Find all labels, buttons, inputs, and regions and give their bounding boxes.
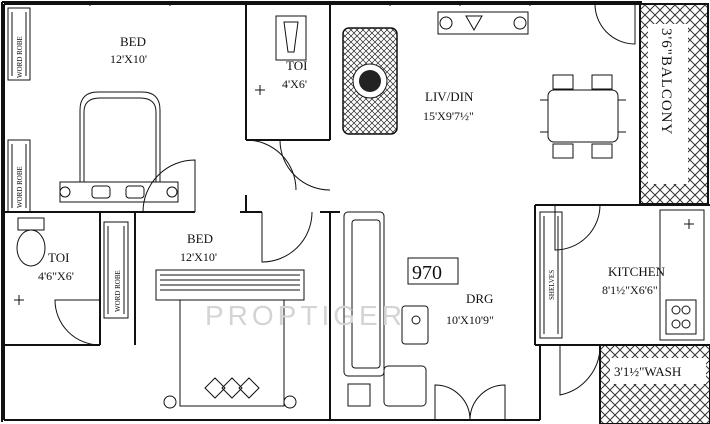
- drg-name: DRG: [466, 291, 493, 306]
- toi-top-name: TOI: [286, 58, 307, 73]
- toi-left-size: 4'6"X6': [38, 269, 74, 283]
- bed-top-size: 12'X10': [110, 52, 147, 66]
- bed-bottom-name: BED: [187, 231, 213, 246]
- wash-area: [599, 344, 710, 424]
- toi-left-name: TOI: [48, 250, 69, 265]
- kitchen-size: 8'1½"X6'6": [602, 283, 658, 297]
- balcony-label: 3'6"BALCONY: [658, 28, 674, 135]
- sofa: [343, 211, 427, 407]
- watermark: PROPTIGER: [205, 300, 406, 331]
- bed-bottom-size: 12'X10': [180, 250, 217, 264]
- liv-din-name: LIV/DIN: [425, 89, 474, 104]
- wardrobe-mid: [103, 221, 129, 319]
- wardrobe-label-3: WORD ROBE: [114, 270, 122, 312]
- living-rug: [342, 27, 398, 135]
- toilet-left-fixtures: [14, 217, 46, 305]
- bed-top: [59, 91, 179, 203]
- shelves-label: SHELVES: [548, 270, 556, 300]
- tv-unit: [437, 11, 529, 35]
- drg-size: 10'X10'9": [446, 313, 494, 327]
- bed-bottom: [155, 269, 305, 409]
- liv-din-size: 15'X9'7½": [423, 109, 474, 123]
- wardrobe-label-2: WORD ROBE: [16, 166, 24, 208]
- bed-top-name: BED: [120, 34, 146, 49]
- wash-label: 3'1½"WASH: [614, 364, 681, 379]
- shelves: [539, 211, 563, 339]
- wardrobe-top: [7, 7, 31, 213]
- toi-top-size: 4'X6': [282, 77, 307, 91]
- wardrobe-label-1: WORD ROBE: [16, 36, 24, 78]
- dining-table: [540, 74, 626, 159]
- kitchen-name: KITCHEN: [608, 264, 666, 279]
- area-label: 970: [412, 262, 442, 284]
- toilet-top-fixtures: [255, 15, 307, 95]
- coffee-table: [401, 305, 429, 345]
- kitchen-counter: [659, 209, 705, 341]
